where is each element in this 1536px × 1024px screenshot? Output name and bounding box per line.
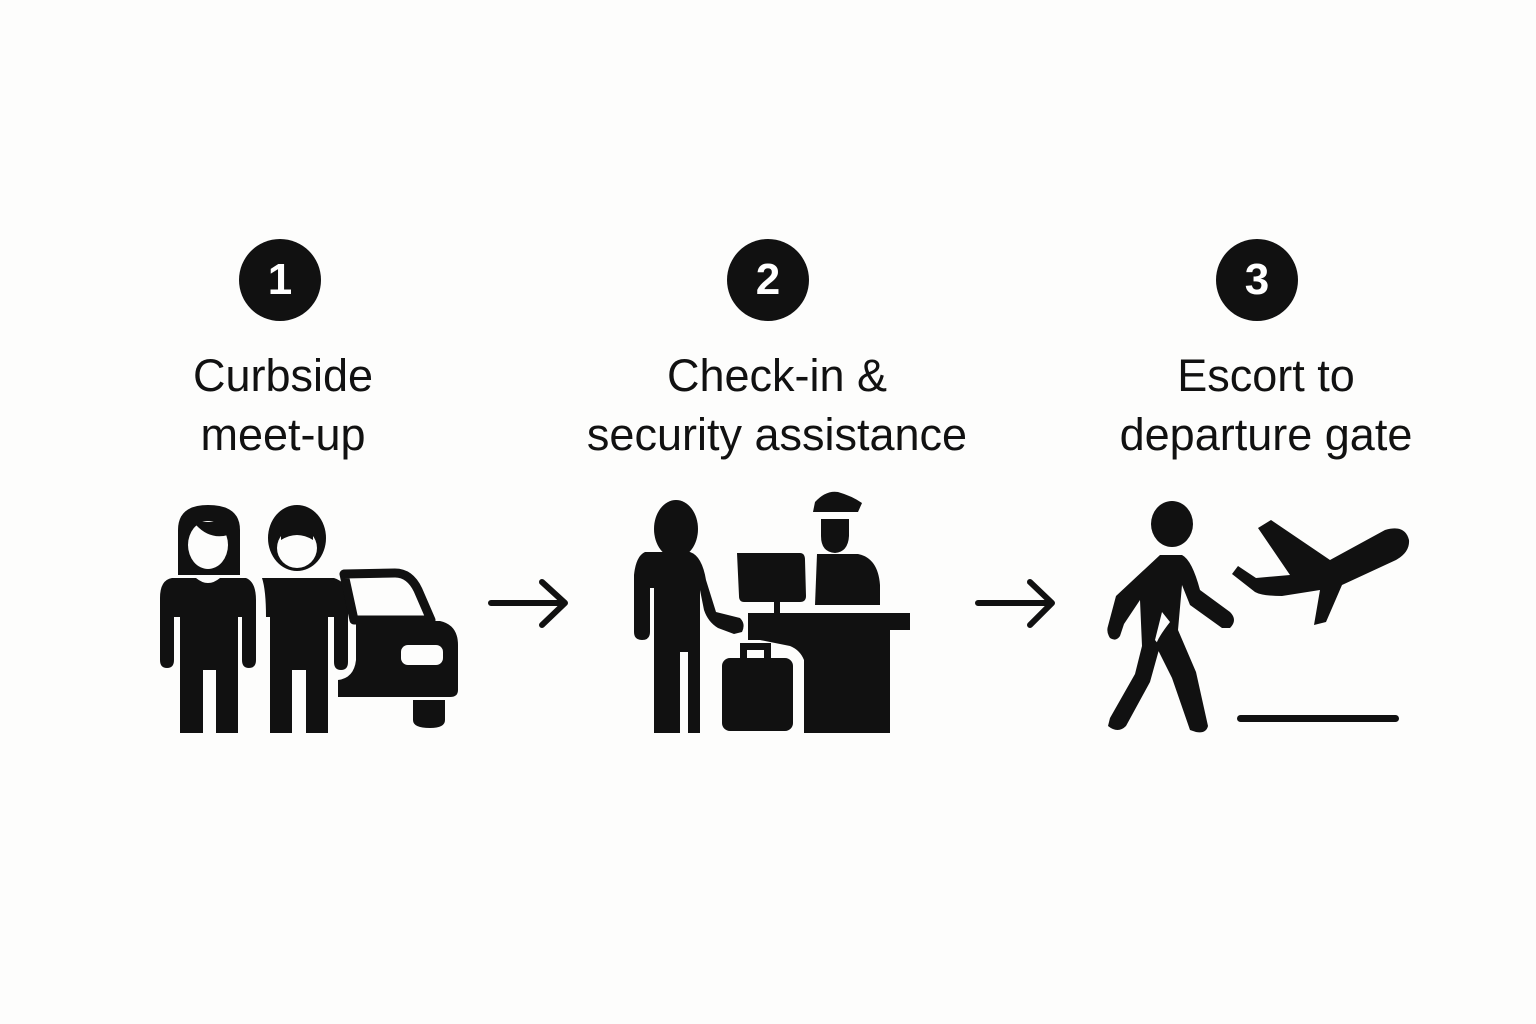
woman-icon	[160, 505, 256, 733]
traveler-icon	[634, 500, 744, 733]
airplane-departure-icon	[1232, 520, 1410, 722]
monitor-icon	[737, 553, 806, 615]
step-3-number-badge: 3	[1216, 239, 1298, 321]
step-1-title-line1: Curbside	[192, 350, 374, 401]
step-2-title-line2: security assistance	[586, 409, 968, 460]
desk-icon	[748, 613, 910, 733]
step-1-title-line2: meet-up	[200, 409, 366, 460]
arrow-right-icon	[975, 579, 1055, 628]
officer-icon	[813, 491, 880, 605]
step-2-title: Check-in & security assistance	[517, 346, 1037, 464]
walking-person-icon	[1107, 501, 1234, 733]
step-1-number-badge: 1	[239, 239, 321, 321]
runway-line	[1237, 715, 1399, 722]
car-icon	[338, 568, 458, 728]
suitcase-icon	[722, 643, 793, 731]
step-3-title-line2: departure gate	[1119, 409, 1413, 460]
man-icon	[262, 505, 348, 733]
arrow-right-icon	[488, 579, 568, 628]
step-2-title-line1: Check-in &	[666, 350, 888, 401]
step-3-title-line1: Escort to	[1177, 350, 1355, 401]
step-1-title: Curbside meet-up	[23, 346, 543, 464]
step-2-number-badge: 2	[727, 239, 809, 321]
step-3-title: Escort to departure gate	[1006, 346, 1526, 464]
